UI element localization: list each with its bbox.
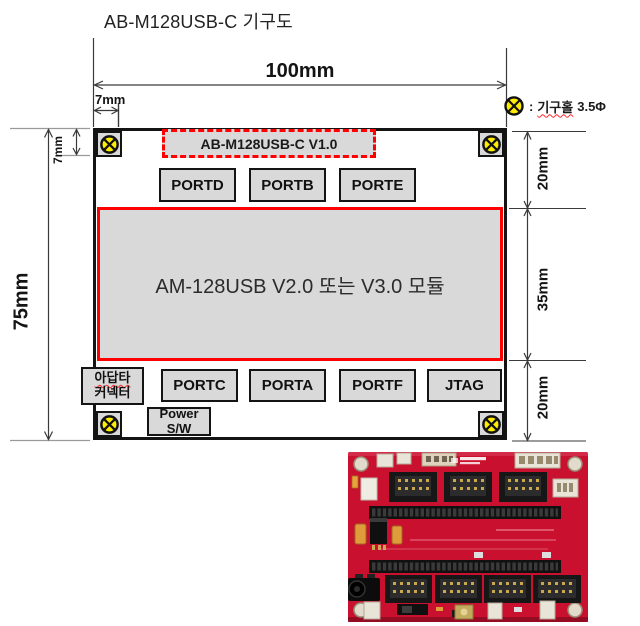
port-box-portc: PORTC (161, 369, 238, 402)
hole-legend-size: 3.5Φ (577, 98, 606, 114)
power-switch-line2: S/W (166, 420, 192, 436)
dim-bottom-section-label: 20mm (534, 375, 552, 420)
dim-height-label: 75mm (10, 272, 33, 331)
port-box-porte: PORTE (339, 168, 416, 202)
dim-hole-offset-y-label: 7mm (51, 136, 65, 165)
port-box-porta: PORTA (249, 369, 326, 402)
dim-width-label: 100mm (265, 60, 335, 82)
port-box-jtag: JTAG (427, 369, 502, 402)
dim-hole-offset-x-label: 7mm (95, 92, 126, 107)
module-box: AM-128USB V2.0 또는 V3.0 모듈 (97, 207, 503, 361)
hole-legend-prefix: : (529, 98, 534, 114)
board-outline: AB-M128USB-C V1.0 PORTD PORTB PORTE AM-1… (81, 128, 507, 440)
power-switch-box: Power S/W (147, 405, 211, 436)
port-box-portb: PORTB (249, 168, 326, 202)
hole-legend-term: 기구홀 (537, 99, 574, 115)
adapter-connector-box: 아답타 커넥터 (81, 367, 144, 405)
pcb-photo-image (348, 452, 588, 622)
hole-legend-icon (503, 95, 525, 117)
dim-middle-section-label: 35mm (534, 267, 552, 312)
adapter-connector-line1: 아답타 (94, 370, 131, 386)
corner-hole-top-left (96, 131, 122, 157)
corner-hole-top-right (478, 131, 504, 157)
port-box-portd: PORTD (159, 168, 236, 202)
corner-hole-bottom-right (478, 411, 504, 437)
adapter-connector-line2: 커넥터 (94, 385, 131, 400)
power-switch-line1: Power (159, 405, 199, 421)
corner-hole-bottom-left (96, 411, 122, 437)
hole-legend: : 기구홀 3.5Φ (503, 95, 606, 117)
diagram-title: AB-M128USB-C 기구도 (104, 12, 293, 32)
dim-top-section-label: 20mm (534, 146, 552, 191)
board-version-label: AB-M128USB-C V1.0 (162, 129, 376, 158)
port-box-portf: PORTF (339, 369, 416, 402)
